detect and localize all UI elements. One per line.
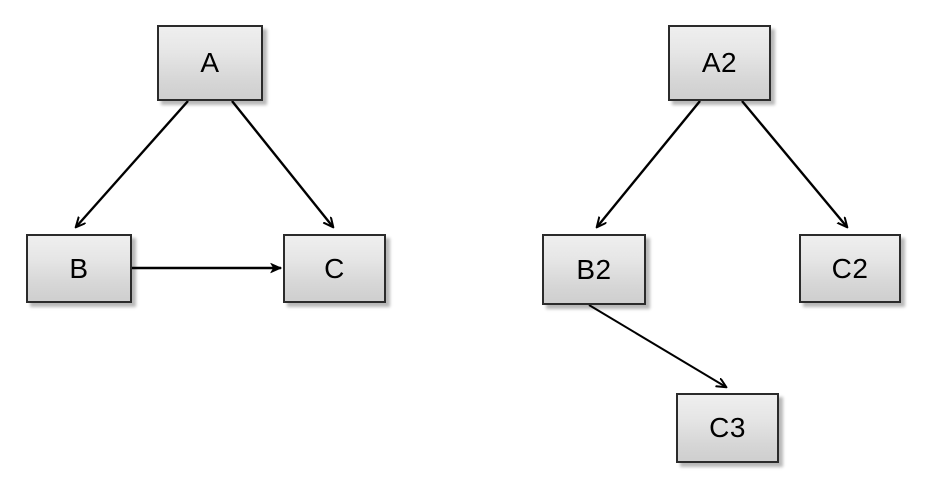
node-c3-label: C3 [709, 412, 746, 443]
node-a-label: A [200, 47, 220, 78]
edge-a-to-c [231, 100, 333, 227]
node-c-label: C [324, 252, 345, 284]
node-c2[interactable]: C2 [799, 234, 901, 303]
node-c2-label: C2 [831, 252, 869, 284]
edge-a2-to-b2 [597, 100, 701, 227]
node-b[interactable]: B [26, 234, 132, 303]
node-a2-label: A2 [701, 47, 738, 78]
node-c3[interactable]: C3 [676, 393, 779, 463]
node-c[interactable]: C [283, 234, 386, 303]
edge-a-to-b [76, 100, 189, 227]
edge-a2-to-c2 [741, 100, 847, 227]
node-a2[interactable]: A2 [668, 25, 771, 101]
node-a[interactable]: A [157, 25, 263, 101]
node-b2-label: B2 [576, 253, 612, 285]
node-b2[interactable]: B2 [542, 234, 646, 305]
node-b-label: B [69, 252, 89, 284]
edge-b2-to-c3 [588, 304, 726, 387]
